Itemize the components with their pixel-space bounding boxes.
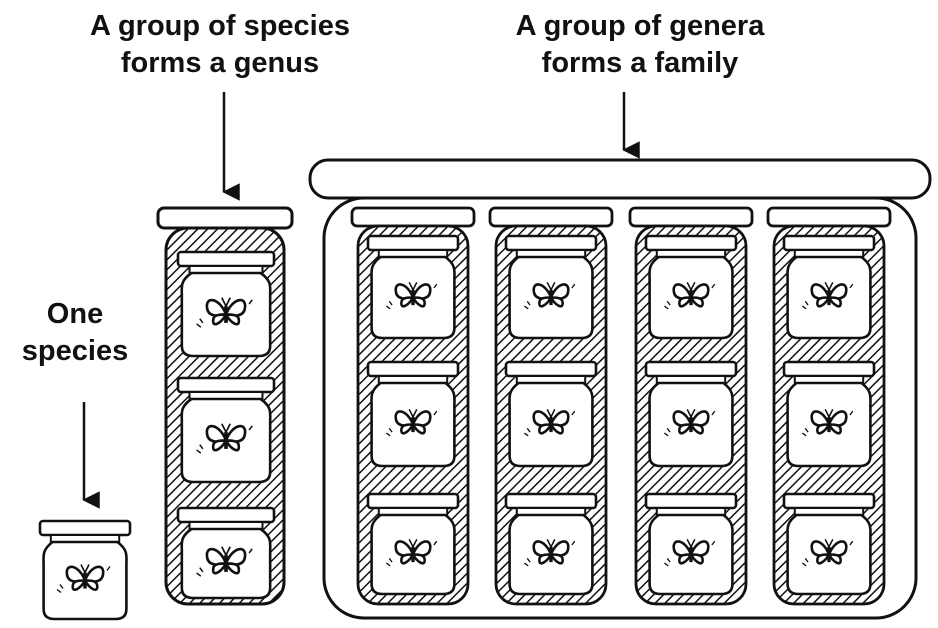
jar-icon <box>368 362 458 466</box>
jar-icon <box>646 494 736 594</box>
jar-icon <box>784 494 874 594</box>
jar-icon <box>506 494 596 594</box>
jar-icon <box>784 362 874 466</box>
genus-jar <box>768 208 890 604</box>
jar-icon <box>40 521 130 619</box>
jar-icon <box>178 508 274 598</box>
jar-icon <box>784 236 874 338</box>
genus-jar <box>630 208 752 604</box>
jar-icon <box>178 252 274 356</box>
genus-jar <box>352 208 474 604</box>
jar-icon <box>506 362 596 466</box>
jar-icon <box>178 378 274 482</box>
species-jar <box>40 521 130 619</box>
jar-icon <box>368 494 458 594</box>
family-jar <box>310 160 930 618</box>
jar-icon <box>646 362 736 466</box>
jar-icon <box>368 236 458 338</box>
jar-icon <box>646 236 736 338</box>
genus-jar <box>158 208 292 604</box>
genus-jar <box>490 208 612 604</box>
jar-icon <box>506 236 596 338</box>
